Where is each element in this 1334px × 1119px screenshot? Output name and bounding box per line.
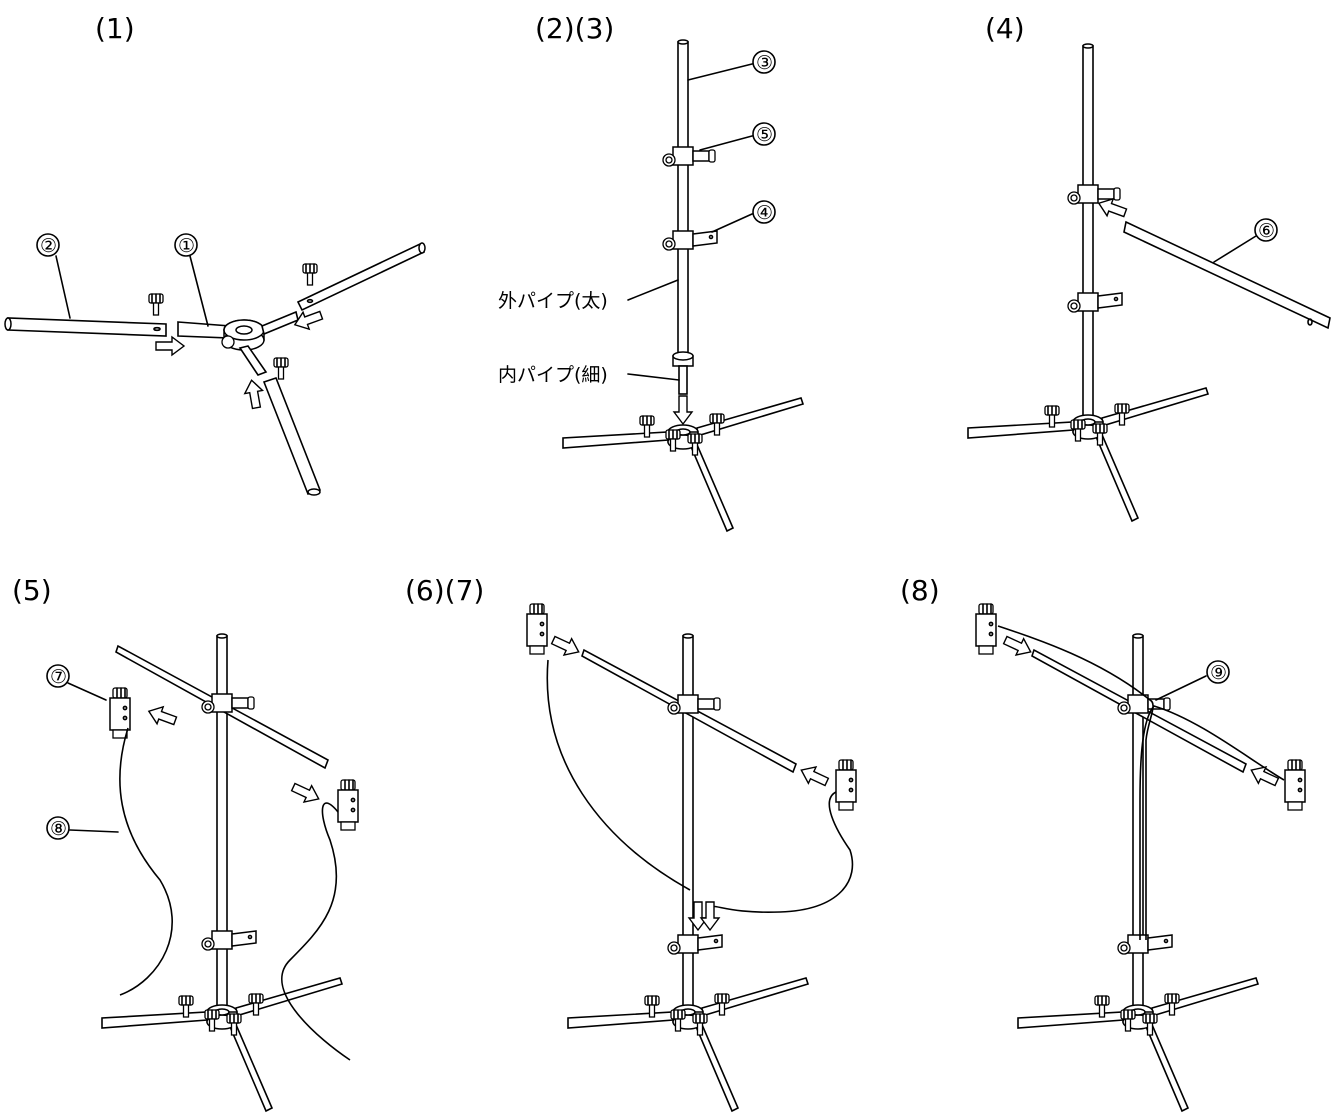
signal-cable — [546, 659, 691, 891]
callout-9: ⑨ — [1210, 662, 1227, 684]
callout-2: ② — [40, 235, 57, 257]
step-label-5: (5) — [12, 574, 52, 607]
thumb-screw-icon — [273, 357, 289, 380]
insert-arrow-icon — [796, 761, 832, 791]
sensor-clamp — [667, 934, 723, 955]
sensor-clamp — [1067, 292, 1123, 313]
signal-cable — [281, 802, 351, 1061]
thumb-screw-icon — [302, 263, 318, 286]
insert-arrow-icon — [242, 377, 266, 411]
hub-stub-right — [261, 310, 299, 336]
signal-cable — [119, 727, 173, 996]
boom-clamp — [662, 146, 716, 167]
sensor-unit — [526, 603, 548, 655]
callout-1: ① — [178, 235, 195, 257]
inner-pipe — [678, 365, 688, 395]
insert-arrow-icon — [145, 702, 179, 730]
panel-step-6-7: (6)(7) — [405, 574, 857, 1111]
leg-pipe-left — [7, 317, 167, 337]
hub-stub-left — [177, 321, 231, 339]
boom-pipe — [1123, 220, 1331, 330]
sensor-clamp — [662, 230, 718, 251]
panel-step-1: (1) ② ① — [4, 12, 426, 496]
step-label-1: (1) — [95, 12, 135, 45]
insert-arrow-icon — [548, 631, 584, 661]
leg-pipe-right — [296, 242, 426, 312]
panel-step-2-3: (2)(3) ③ ⑤ ④ 外パイプ(太) 内パイプ(細) — [498, 12, 803, 531]
step-label-2-3: (2)(3) — [535, 12, 614, 45]
callout-circle — [174, 233, 198, 257]
panel-step-5: (5) ⑦ ⑧ — [12, 574, 359, 1111]
thumb-screw-icon — [148, 293, 164, 316]
outer-pipe — [677, 41, 689, 363]
sensor-clamp — [1117, 934, 1173, 955]
sensor-unit — [835, 759, 857, 811]
label-inner-pipe: 内パイプ(細) — [498, 364, 608, 386]
sensor-unit — [1284, 759, 1306, 811]
callout-4: ④ — [756, 202, 773, 224]
insert-arrow-icon — [155, 336, 185, 356]
insert-arrow-icon — [1246, 761, 1282, 791]
signal-cable — [997, 625, 1154, 940]
stand-pole — [1082, 45, 1094, 419]
step-label-6-7: (6)(7) — [405, 574, 484, 607]
sensor-unit — [337, 779, 359, 831]
callout-3: ③ — [756, 52, 773, 74]
leg-pipe-bottom — [262, 377, 322, 495]
hub-stub-down — [238, 345, 268, 376]
boom-clamp — [667, 694, 721, 715]
callout-circle — [36, 233, 60, 257]
signal-cable — [1139, 705, 1285, 940]
step-label-4: (4) — [985, 12, 1025, 45]
stand-pole — [216, 635, 228, 1009]
sensor-clamp — [201, 930, 257, 951]
sensor-unit — [975, 603, 997, 655]
insert-arrow-icon — [288, 778, 324, 808]
signal-cable — [707, 791, 854, 913]
callout-5: ⑤ — [756, 124, 773, 146]
panel-step-4: (4) ⑥ — [968, 12, 1331, 521]
callout-6: ⑥ — [1258, 220, 1275, 242]
label-outer-pipe: 外パイプ(太) — [498, 290, 608, 312]
callout-7: ⑦ — [50, 666, 67, 688]
step-label-8: (8) — [900, 574, 940, 607]
callout-8: ⑧ — [50, 818, 67, 840]
insert-arrow-icon — [673, 395, 693, 425]
panel-step-8: (8) ⑨ — [900, 574, 1306, 1111]
